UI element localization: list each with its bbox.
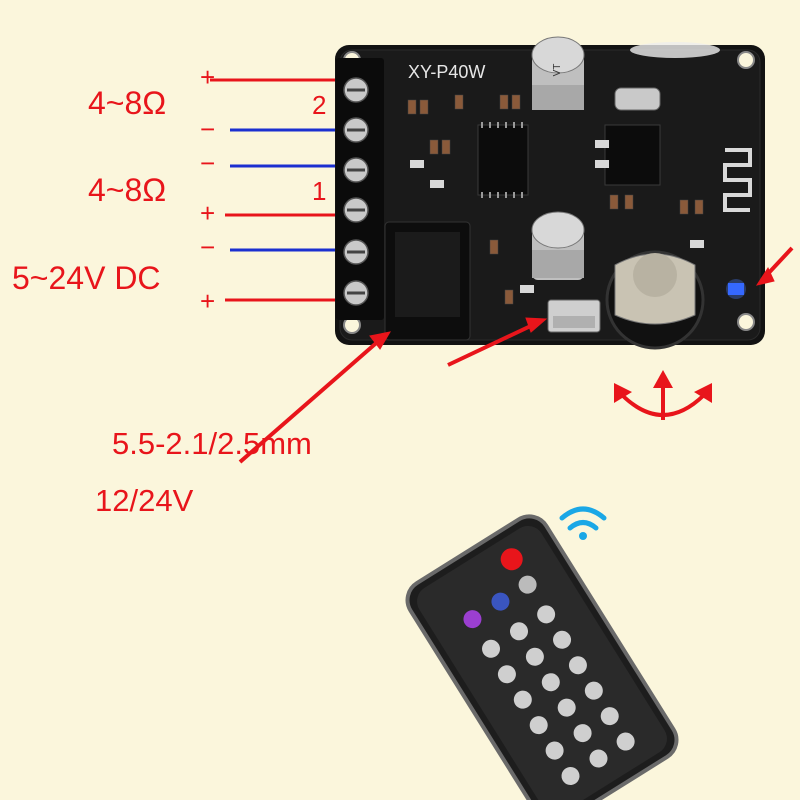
- terminal-sign-4: +: [200, 198, 216, 228]
- dc-jack-voltage-label: 12/24V: [95, 483, 194, 518]
- bluetooth-antenna: [723, 148, 752, 212]
- rotary-knob: [605, 250, 705, 350]
- terminal-sign-1: +: [200, 62, 216, 92]
- push-button: [547, 299, 601, 333]
- board-model-label: XY-P40W: [408, 62, 486, 82]
- speaker-1-impedance-label: 4~8Ω: [88, 172, 167, 208]
- dc-jack-size-label: 5.5-2.1/2.5mm: [112, 426, 312, 461]
- channel-1-marker: 1: [312, 176, 327, 206]
- wireless-signal-icon: [559, 506, 607, 540]
- speaker-wires: [210, 78, 345, 302]
- indicator-arrows: [238, 246, 794, 464]
- mounting-hole: [737, 51, 755, 69]
- crystal: [614, 87, 661, 111]
- capacitor-bottom: [531, 211, 585, 280]
- terminal-sign-6: +: [200, 286, 216, 316]
- smd-components: [407, 94, 704, 305]
- terminal-sign-5: −: [200, 232, 216, 262]
- dc-jack: [384, 221, 471, 341]
- rotate-arrows-icon: [614, 370, 712, 420]
- amp-chip: [477, 124, 529, 196]
- capacitor-top: VT: [531, 36, 585, 110]
- remote-control: [405, 514, 679, 800]
- power-input-label: 5~24V DC: [12, 260, 161, 296]
- svg-text:VT: VT: [552, 64, 563, 77]
- terminal-sign-3: −: [200, 148, 216, 178]
- smd-pads: [410, 140, 704, 293]
- mounting-hole: [737, 313, 755, 331]
- bt-chip: [604, 124, 661, 186]
- speaker-2-impedance-label: 4~8Ω: [88, 85, 167, 121]
- remote-power-button: [500, 548, 523, 571]
- terminal-sign-2: −: [200, 114, 216, 144]
- terminal-block: [336, 58, 384, 320]
- channel-2-marker: 2: [312, 90, 327, 120]
- status-led: [726, 279, 746, 299]
